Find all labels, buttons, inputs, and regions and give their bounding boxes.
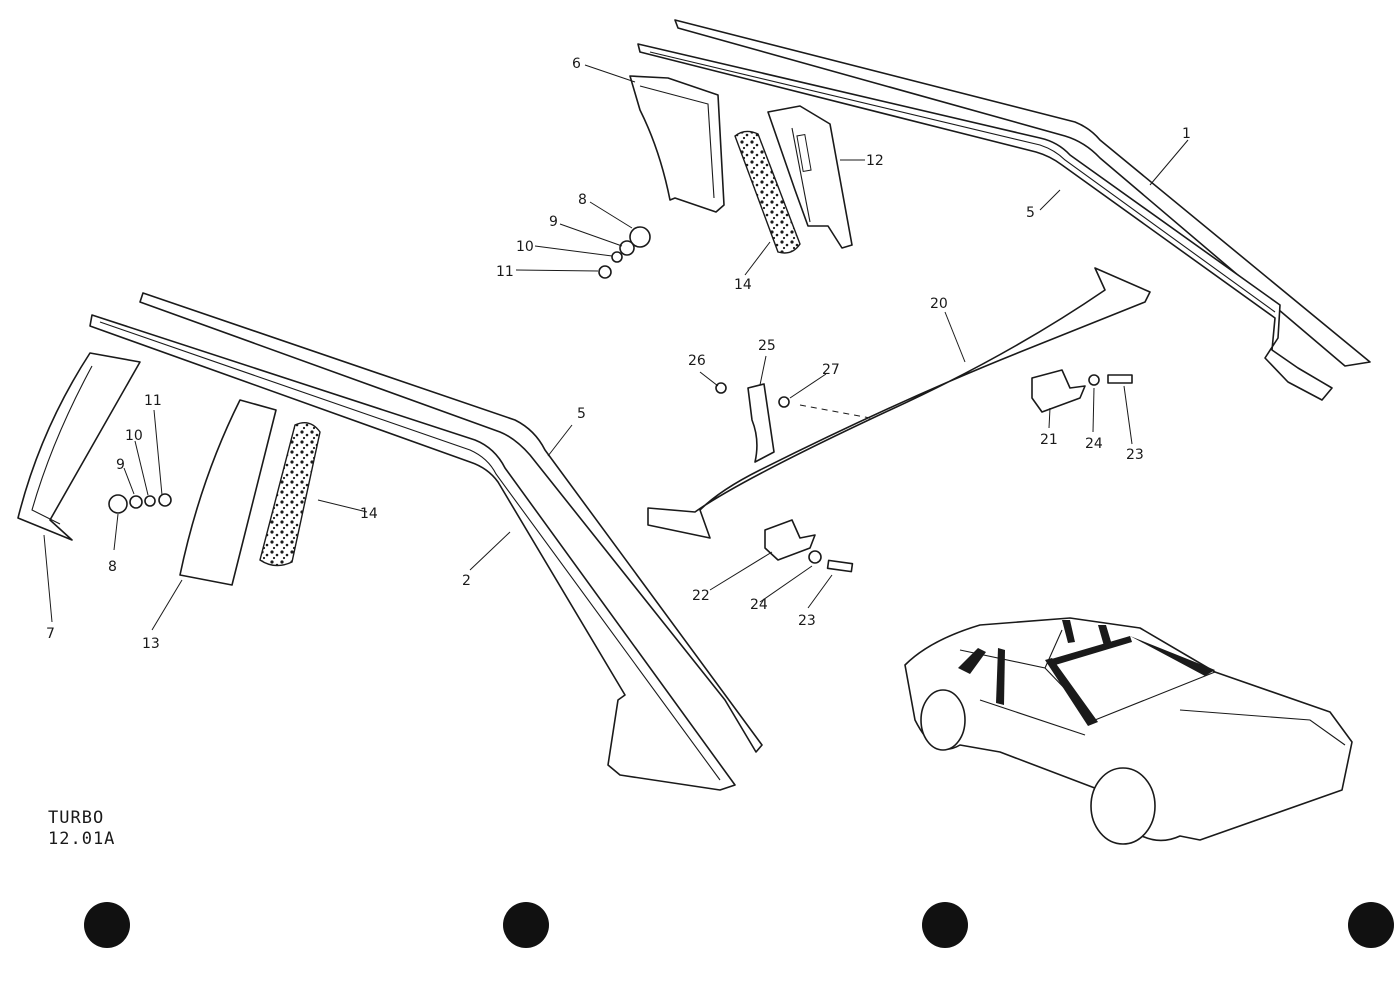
bracket-21 — [1031, 369, 1086, 413]
punch-hole-3 — [922, 902, 968, 948]
foam-strip-14-left — [259, 422, 321, 567]
caption-model: TURBO — [48, 808, 105, 828]
callout-11-right: 11 — [496, 264, 514, 280]
fasteners-cross-rail — [715, 374, 1133, 573]
callout-20: 20 — [930, 296, 948, 312]
trim-panel-13 — [179, 399, 277, 586]
punch-hole-2 — [503, 902, 549, 948]
callout-24-bottom: 24 — [750, 597, 768, 613]
callout-12: 12 — [866, 153, 884, 169]
trim-panel-12 — [767, 105, 853, 249]
callout-13: 13 — [142, 636, 160, 652]
callout-23-right: 23 — [1126, 447, 1144, 463]
roof-rail-left — [89, 292, 763, 791]
callout-10-right: 10 — [516, 239, 534, 255]
cross-rail-20 — [647, 267, 1151, 539]
callout-1: 1 — [1182, 126, 1191, 142]
callout-21: 21 — [1040, 432, 1058, 448]
callout-5-left: 5 — [577, 406, 586, 422]
callout-8-right: 8 — [578, 192, 587, 208]
roof-rail-right — [637, 19, 1371, 401]
callout-9-left: 9 — [116, 457, 125, 473]
callout-labels: 1 2 5 5 6 7 8 8 9 9 10 10 11 11 12 13 14… — [46, 56, 1191, 652]
foam-strip-14-right — [734, 130, 801, 254]
callout-25: 25 — [758, 338, 776, 354]
callout-23-bottom: 23 — [798, 613, 816, 629]
fastener-group-left — [108, 493, 172, 514]
callout-27: 27 — [822, 362, 840, 378]
bracket-25 — [747, 383, 775, 463]
callout-9-right: 9 — [549, 214, 558, 230]
bracket-22 — [764, 519, 816, 561]
car-illustration — [904, 617, 1353, 845]
fastener-group-right — [598, 226, 651, 279]
punch-hole-4 — [1348, 902, 1394, 948]
leader-lines — [43, 64, 1189, 631]
drawing-reference: TURBO 12.01A — [48, 808, 115, 850]
callout-8-left: 8 — [108, 559, 117, 575]
callout-24-right: 24 — [1085, 436, 1103, 452]
callout-7: 7 — [46, 626, 55, 642]
callout-22: 22 — [692, 588, 710, 604]
trim-panel-6 — [629, 75, 725, 213]
punch-hole-1 — [84, 902, 130, 948]
callout-26: 26 — [688, 353, 706, 369]
caption-figure-number: 12.01A — [48, 829, 116, 849]
callout-14-right: 14 — [734, 277, 752, 293]
callout-10-left: 10 — [125, 428, 143, 444]
trim-panel-7 — [17, 352, 141, 541]
callout-5-right: 5 — [1026, 205, 1035, 221]
callout-2: 2 — [462, 573, 471, 589]
callout-11-left: 11 — [144, 393, 162, 409]
callout-14-left: 14 — [360, 506, 378, 522]
callout-6: 6 — [572, 56, 581, 72]
